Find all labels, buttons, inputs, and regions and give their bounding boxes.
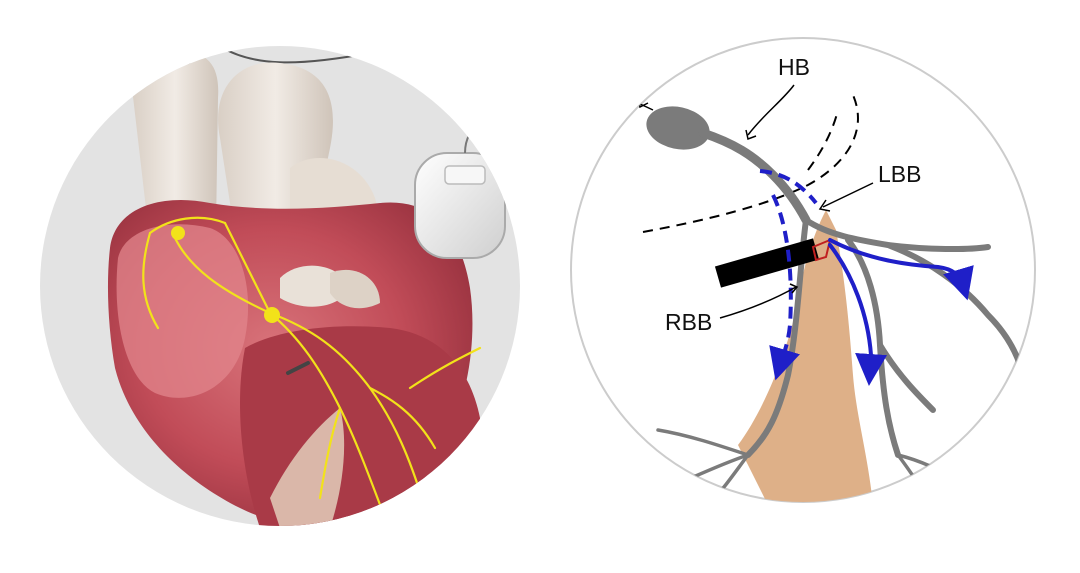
- sinoatrial-node: [171, 226, 185, 240]
- conduction-system: [142, 216, 482, 520]
- heart-illustration-panel: [40, 28, 520, 528]
- pacemaker-device: [414, 122, 506, 259]
- heart-illustration: [40, 46, 520, 526]
- rbb-pointer: [719, 286, 797, 319]
- conduction-diagram-panel: HB LBB RBB: [568, 35, 1038, 505]
- lead-helix-tip: [811, 238, 832, 262]
- label-lbb: LBB: [878, 161, 921, 187]
- av-node-bulb: [646, 106, 710, 150]
- superior-vena-cava: [131, 49, 219, 244]
- valve-plane-line-upper: [807, 109, 839, 171]
- septum-cut-surface: [270, 408, 345, 526]
- his-capture-outline: [759, 169, 818, 205]
- right-atrium: [116, 224, 249, 398]
- label-rbb: RBB: [665, 309, 712, 335]
- valve-plane-line-lower: [642, 94, 859, 233]
- conduction-diagram: HB LBB RBB: [570, 37, 1036, 503]
- label-hb: HB: [778, 54, 810, 80]
- hb-pointer: [747, 84, 795, 136]
- rbb-activation-arrow: [769, 194, 800, 381]
- aortic-valve: [330, 269, 380, 309]
- av-node: [264, 307, 280, 323]
- lbb-pointer: [822, 182, 874, 208]
- lead-tip: [286, 361, 310, 375]
- his-bundle: [698, 128, 811, 225]
- pacing-lead: [714, 238, 820, 288]
- interventricular-septum: [738, 210, 873, 502]
- lbb-activation-arrows: [828, 238, 974, 386]
